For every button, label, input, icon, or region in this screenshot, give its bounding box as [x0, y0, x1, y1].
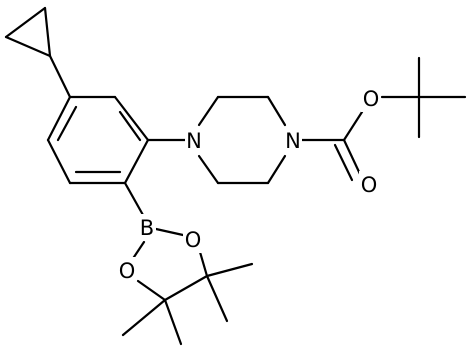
atom-bg [138, 214, 156, 241]
bond [46, 95, 72, 142]
bond [342, 138, 362, 176]
bond [205, 274, 229, 323]
bond [121, 298, 167, 337]
atom-label-o-ester: O [363, 87, 380, 111]
bond [154, 227, 185, 237]
atom-bg [183, 226, 202, 253]
atom-bg [361, 85, 380, 112]
atom-label-o-boronate-left: O [119, 259, 136, 283]
bond [266, 154, 287, 185]
bond [56, 105, 78, 142]
atom-label-boron: B [140, 216, 154, 240]
bond [48, 54, 72, 99]
bond [342, 110, 364, 142]
bond [43, 6, 52, 58]
atom-bg [359, 171, 378, 198]
atom-label-o-carbonyl: O [361, 173, 378, 197]
bond [4, 6, 47, 39]
bond [123, 138, 150, 185]
atom-labels: N N O O B O O [117, 85, 380, 284]
atom-label-o-boronate-right: O [185, 228, 202, 252]
bond [113, 95, 150, 142]
bond [123, 181, 145, 217]
bonds [4, 6, 467, 346]
bond [333, 143, 354, 182]
bond [197, 95, 220, 127]
bond [197, 154, 220, 185]
atom-bg [185, 127, 203, 154]
bond [46, 138, 72, 185]
bond [198, 250, 209, 278]
bond [136, 279, 167, 302]
bond [118, 110, 142, 142]
bond [4, 35, 52, 58]
bond [163, 274, 209, 302]
atom-label-n1: N [186, 129, 202, 153]
bond [205, 262, 254, 278]
atom-label-n2: N [285, 129, 301, 153]
bond [266, 95, 287, 127]
atom-bg [117, 257, 136, 284]
bond [163, 298, 183, 346]
atom-bg [284, 127, 302, 154]
